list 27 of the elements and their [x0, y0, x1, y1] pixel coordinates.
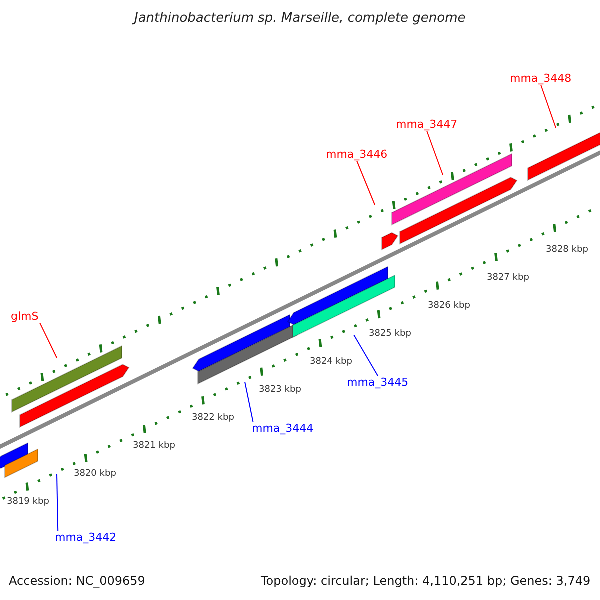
- scale-label: 3827 kbp: [487, 274, 530, 283]
- leader-line: [354, 334, 378, 376]
- leader-line: [356, 160, 376, 206]
- leader-line: [40, 322, 58, 358]
- gene-label: mma_3445: [347, 376, 409, 389]
- gene-label: mma_3446: [326, 148, 388, 161]
- scale-label: 3825 kbp: [369, 330, 412, 339]
- diagram-title: Janthinobacterium sp. Marseille, complete genome: [134, 12, 466, 25]
- scale-label: 3824 kbp: [310, 358, 352, 367]
- gene-label: mma_3447: [396, 118, 458, 131]
- leader-line: [244, 382, 254, 422]
- scale-label: 3828 kbp: [546, 246, 588, 255]
- gene-label: mma_3442: [55, 531, 117, 544]
- accession-text: Accession: NC_009659: [9, 575, 146, 587]
- leader-line: [56, 474, 59, 532]
- scale-label: 3822 kbp: [192, 414, 234, 423]
- scale-label: 3820 kbp: [74, 470, 116, 479]
- scale-label: 3823 kbp: [259, 386, 302, 395]
- gene-label: glmS: [11, 310, 39, 323]
- gene-label: mma_3448: [510, 72, 572, 85]
- gene-label: mma_3444: [252, 422, 314, 435]
- leader-line: [426, 130, 444, 176]
- scale-label: 3819 kbp: [7, 498, 50, 507]
- scale-label: 3821 kbp: [133, 442, 176, 451]
- scale-label: 3826 kbp: [428, 302, 470, 311]
- leader-line: [540, 84, 556, 128]
- genome-summary-text: Topology: circular; Length: 4,110,251 bp; Genes: 3,749: [261, 575, 591, 587]
